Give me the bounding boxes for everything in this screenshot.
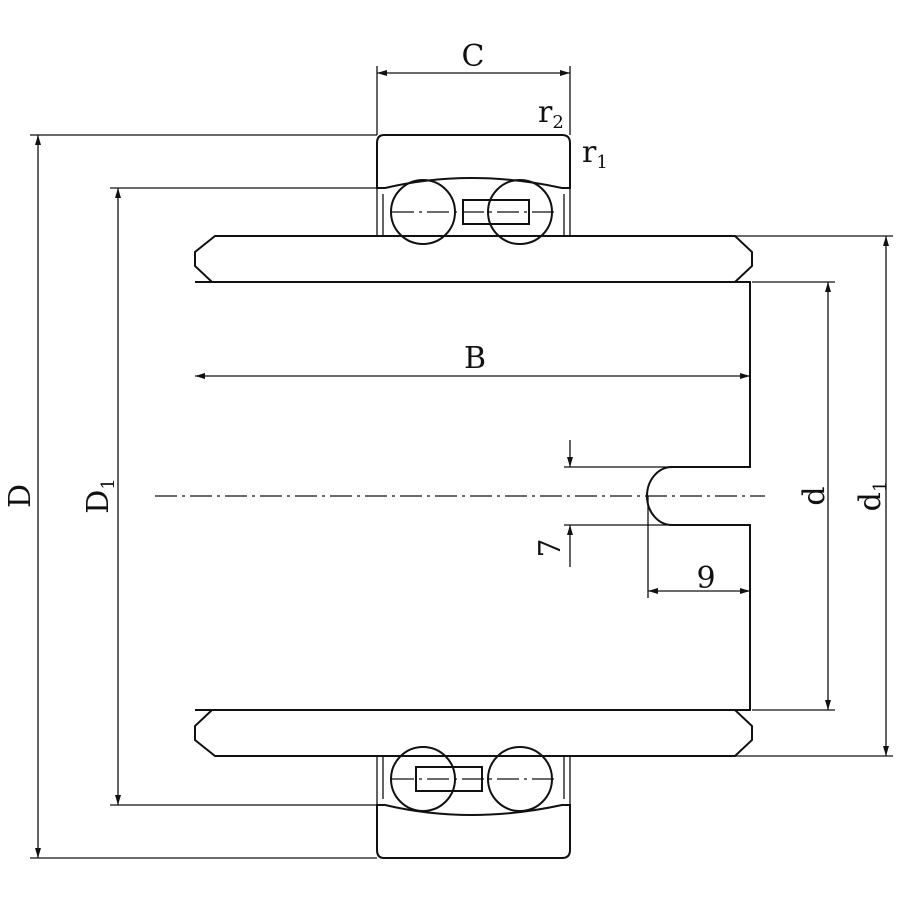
bearing-top bbox=[376, 134, 571, 245]
label-slot-width: 7 bbox=[533, 538, 568, 557]
outer-ring-bottom bbox=[376, 804, 571, 859]
label-B: B bbox=[464, 341, 486, 376]
label-C: C bbox=[462, 39, 485, 74]
bearing-bottom bbox=[376, 746, 571, 859]
label-D1: D1 bbox=[81, 478, 119, 514]
label-r1: r1 bbox=[582, 135, 608, 173]
label-D: D bbox=[3, 484, 38, 508]
sleeve-top-band bbox=[194, 235, 753, 283]
dimension-lines bbox=[35, 70, 889, 858]
outer-ring-top bbox=[376, 134, 571, 189]
label-r2: r2 bbox=[538, 95, 564, 133]
label-slot-depth: 9 bbox=[696, 561, 715, 596]
extension-lines bbox=[30, 66, 893, 859]
label-d1: d1 bbox=[853, 481, 891, 512]
label-d: d bbox=[797, 486, 832, 505]
sleeve-bottom-band bbox=[194, 709, 753, 757]
